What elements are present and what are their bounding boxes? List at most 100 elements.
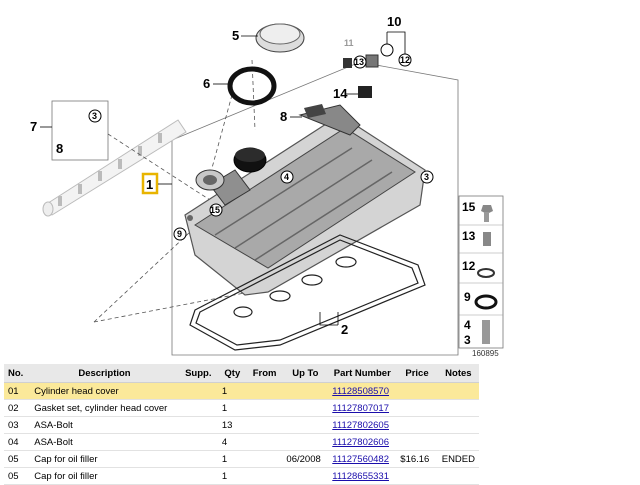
legend-13: 13 <box>462 229 476 243</box>
cell-price <box>396 416 438 434</box>
cell-supp <box>178 382 218 400</box>
legend-4: 4 <box>464 318 471 332</box>
callout-15-cover: 15 <box>210 205 220 215</box>
cell-description: Cap for oil filler <box>30 467 179 485</box>
table-row[interactable]: 01 Cylinder head cover 1 11128508570 <box>4 382 479 400</box>
col-description: Description <box>30 364 179 383</box>
callout-8-cover: 8 <box>280 109 287 124</box>
cell-description: Cap for oil filler <box>30 450 179 468</box>
part-number-link[interactable]: 11127560482 <box>332 453 389 465</box>
rail-detail-frame <box>51 100 109 161</box>
callout-14: 14 <box>333 86 348 101</box>
cell-up-to <box>282 467 329 485</box>
cell-supp <box>178 399 218 417</box>
col-notes: Notes <box>437 364 479 383</box>
cell-notes: ENDED <box>437 450 479 468</box>
cell-description: ASA-Bolt <box>30 416 179 434</box>
cell-from <box>246 399 283 417</box>
callout-3-cover: 3 <box>424 172 429 182</box>
cell-supp <box>178 433 218 451</box>
cell-no: 02 <box>4 399 31 417</box>
legend-3: 3 <box>464 333 471 347</box>
col-no: No. <box>4 364 31 383</box>
callout-10: 10 <box>387 14 401 29</box>
callout-13-top: 13 <box>354 57 364 67</box>
cell-part-number: 11128508570 <box>328 382 397 400</box>
cell-qty: 4 <box>217 433 247 451</box>
cell-up-to <box>282 399 329 417</box>
part-number-link[interactable]: 11127802606 <box>332 436 389 448</box>
gasket-drawing <box>189 234 426 351</box>
table-row[interactable]: 02 Gasket set, cylinder head cover 1 111… <box>4 399 479 417</box>
part-number-link[interactable]: 11127807017 <box>332 402 389 414</box>
cell-notes <box>437 416 479 434</box>
callout-1[interactable]: 1 <box>146 177 153 192</box>
cell-price: $16.16 <box>396 450 438 468</box>
cell-price <box>396 399 438 417</box>
table-row[interactable]: 04 ASA-Bolt 4 11127802606 <box>4 433 479 451</box>
callout-5: 5 <box>232 28 239 43</box>
col-price: Price <box>396 364 438 383</box>
cell-price <box>396 382 438 400</box>
cell-qty: 13 <box>217 416 247 434</box>
cell-no: 01 <box>4 382 31 400</box>
cell-from <box>246 416 283 434</box>
cell-part-number: 11127560482 <box>328 450 397 468</box>
legend-9: 9 <box>464 290 471 304</box>
circled-callouts <box>88 43 434 241</box>
legend-12: 12 <box>462 259 476 273</box>
cell-qty: 1 <box>217 399 247 417</box>
cell-part-number: 11128655331 <box>328 467 397 485</box>
col-from: From <box>246 364 283 383</box>
legend-15: 15 <box>462 200 476 214</box>
cell-supp <box>178 467 218 485</box>
legend-parts <box>474 205 498 344</box>
cell-part-number: 11127802606 <box>328 433 397 451</box>
callout-1-box[interactable] <box>141 172 159 195</box>
oil-cap-drawing <box>227 23 305 106</box>
cell-qty: 1 <box>217 382 247 400</box>
cell-up-to <box>282 382 329 400</box>
fuel-rail-drawing <box>42 119 187 217</box>
cell-description: ASA-Bolt <box>30 433 179 451</box>
callout-6: 6 <box>203 76 210 91</box>
col-supp: Supp. <box>178 364 218 383</box>
callout-11: 11 <box>344 38 354 48</box>
cell-description: Gasket set, cylinder head cover <box>30 399 179 417</box>
cell-from <box>246 382 283 400</box>
cell-supp <box>178 416 218 434</box>
cell-part-number: 11127802605 <box>328 416 397 434</box>
cell-no: 03 <box>4 416 31 434</box>
parts-diagram: 5 6 7 8 8 10 11 14 2 1 3 12 13 4 3 9 15 … <box>30 14 504 358</box>
cell-no: 05 <box>4 467 31 485</box>
table-row[interactable]: 05 Cap for oil filler 1 11128655331 <box>4 467 479 485</box>
part-number-link[interactable]: 11127802605 <box>332 419 389 431</box>
cell-from <box>246 433 283 451</box>
cell-notes <box>437 433 479 451</box>
callout-12-top: 12 <box>400 55 410 65</box>
cell-qty: 1 <box>217 450 247 468</box>
callout-7: 7 <box>30 119 37 134</box>
callout-8-rail: 8 <box>56 141 63 156</box>
figure-number: 160895 <box>472 349 499 358</box>
cell-no: 05 <box>4 450 31 468</box>
callout-3-rail: 3 <box>92 111 97 121</box>
cell-up-to <box>282 416 329 434</box>
part-number-link[interactable]: 11128508570 <box>332 385 389 397</box>
head-cover-drawing <box>184 104 426 296</box>
cell-up-to <box>282 433 329 451</box>
table-row[interactable]: 03 ASA-Bolt 13 11127802605 <box>4 416 479 434</box>
table-header-row: No. Description Supp. Qty From Up To Par… <box>4 364 479 383</box>
cell-supp <box>178 450 218 468</box>
legend-frame <box>458 195 504 349</box>
cell-notes <box>437 399 479 417</box>
cell-notes <box>437 467 479 485</box>
cell-from <box>246 467 283 485</box>
table-row[interactable]: 05 Cap for oil filler 1 06/2008 11127560… <box>4 450 479 468</box>
part-number-link[interactable]: 11128655331 <box>332 470 389 482</box>
callout-4-cover: 4 <box>284 172 289 182</box>
sensor-parts-drawing <box>304 54 379 118</box>
parts-table: No. Description Supp. Qty From Up To Par… <box>4 364 479 485</box>
cell-no: 04 <box>4 433 31 451</box>
cell-price <box>396 433 438 451</box>
